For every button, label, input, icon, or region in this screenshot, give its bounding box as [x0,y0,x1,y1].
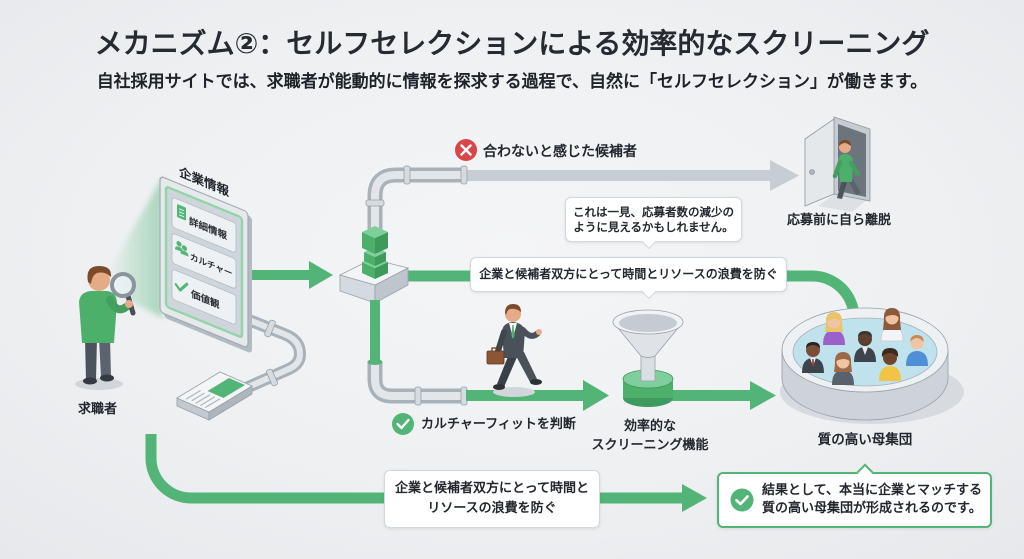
talent-pool [780,307,964,424]
lower-pipe [367,359,468,406]
seeker-shadow [75,378,123,390]
seeker-hand [125,300,133,308]
candidate-avatar [823,312,845,345]
callout-line: ように見えるかもしれません。 [573,219,734,234]
funnel-to-pool-arrowhead [750,381,776,410]
candidate-avatar [802,342,824,373]
seeker-hair [87,266,112,284]
bottom-flow-line [145,434,392,504]
pipe-joint [460,165,468,185]
seeker-left-leg [85,338,97,380]
bottom-flow-arrowhead [682,484,707,512]
pipe-joint [266,368,278,387]
pipe-joint [403,165,411,185]
result-line: 質の高い母集団が形成されるのです。 [762,501,982,516]
panel-to-platform-arrow-shaft [247,270,312,280]
screening-label-line-1: 効率的な [623,419,676,434]
company-info-panel: 企業情報 詳細情報 カルチャー 価値観 [159,164,252,353]
job-seeker-figure [75,266,136,390]
check-circle-icon [392,413,414,435]
filter-block-stack [362,226,388,279]
waste-prevention-callout: 企業と候補者双方にとって時間とリソースの浪費を防ぐ [470,257,787,300]
mismatch-arrow-shaft [462,170,772,181]
check-icon [174,282,189,292]
check-circle-icon [730,488,754,512]
upper-pipe [365,165,468,232]
self-withdrawal-label: 応募前に自ら離脱 [787,213,892,228]
funnel-icon [612,309,684,407]
seeker-torso [79,291,117,343]
seeker-arm [106,296,130,314]
mismatch-arrowhead [770,160,799,191]
pipe-joint [414,386,422,406]
candidate-avatar [854,331,876,362]
result-callout: 結果として、本当に企業とマッチする 質の高い母集団が形成されるのです。 [717,463,992,528]
bottom-flow-arrow-shaft [596,492,684,504]
callout-line: 企業と候補者双方にとって時間とリソースの浪費を防ぐ [479,267,778,281]
seeker-shoe [83,377,97,385]
panel-pipe [241,312,307,394]
pipe-joint [264,319,276,338]
talent-pool-label: 質の高い母集団 [817,432,913,448]
leaving-candidate-figure [832,140,861,199]
exit-door-icon [804,116,871,212]
candidate-avatar [879,348,901,381]
callout-line: これは一見、応募者数の減少の [573,204,734,219]
door-knob [809,169,815,175]
magnifying-glass-icon [110,272,136,316]
bottom-waste-prevention-callout: 企業と候補者双方にとって時間と リソースの浪費を防ぐ [384,470,600,528]
panel-to-platform-arrowhead [309,261,333,289]
page-title: メカニズム②：セルフセレクションによる効率的なスクリーニング [94,27,930,60]
briefcase-icon [486,347,505,365]
applicant-decrease-callout: これは一見、応募者数の減少の ように見えるかもしれません。 [565,197,742,250]
people-icon [175,240,189,257]
fit-path-arrowhead [583,380,609,411]
x-circle-icon [455,139,477,161]
candidate-avatar [832,352,854,385]
job-seeker-label: 求職者 [78,402,118,417]
panel-item-values: 価値観 [171,269,237,325]
document-icon [177,204,186,221]
screening-label-line-2: スクリーニング機能 [591,438,709,453]
candidate-avatar [880,308,904,342]
walking-candidate-figure [486,304,542,397]
callout-line: 企業と候補者双方にとって時間と [395,481,589,496]
culture-fit-label: カルチャーフィットを判断 [421,417,576,432]
mismatch-candidates-label: 合わないと感じた候補者 [483,144,637,160]
funnel-to-pool-arrow-shaft [668,390,752,401]
panel-item-culture: カルチャー [171,233,237,289]
candidate-avatar [906,335,928,366]
application-document-icon [176,371,253,421]
door-leaf [804,118,835,207]
result-line: 結果として、本当に企業とマッチする [762,483,982,498]
fit-path-vertical-line [370,300,380,364]
callout-line: リソースの浪費を防ぐ [427,501,557,516]
seeker-right-leg [99,338,111,377]
result-text: 結果として、本当に企業とマッチする 質の高い母集団が形成されるのです。 [762,482,982,518]
pipe-joint [365,199,385,207]
page-subtitle: 自社採用サイトでは、求職者が能動的に情報を探求する過程で、自然に「セルフセレクシ… [96,72,928,92]
seeker-shoe [100,374,114,382]
